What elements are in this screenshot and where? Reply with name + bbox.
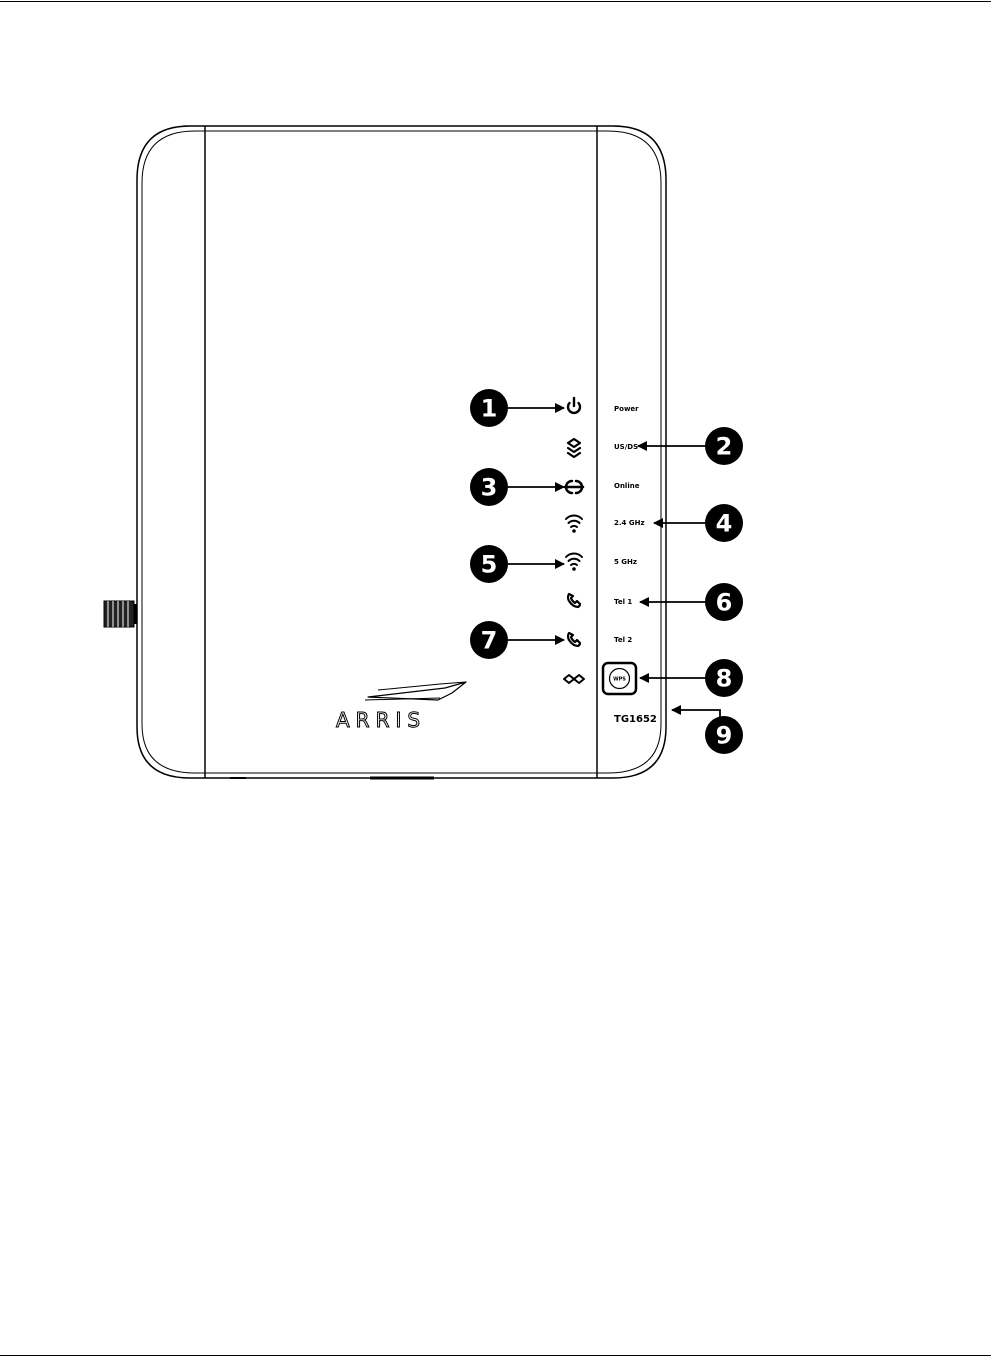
ghz24-label: 2.4 GHz — [614, 519, 645, 527]
callout-number-1: 1 — [481, 395, 498, 423]
power-icon — [568, 398, 580, 413]
tel1-label: Tel 1 — [614, 598, 632, 606]
power-label: Power — [614, 405, 639, 413]
arris-wordmark: ARRIS — [336, 708, 426, 732]
arris-logo: ARRIS — [336, 682, 466, 732]
device-body — [137, 126, 666, 778]
us-ds-icon — [568, 439, 580, 457]
online-icon — [565, 481, 583, 493]
wifi-24-icon — [566, 516, 582, 533]
wps-button[interactable]: WPS — [603, 663, 636, 694]
tel2-icon — [568, 633, 580, 646]
us-ds-label: US/DS — [614, 443, 638, 451]
mta-icon — [564, 675, 584, 683]
tel1-icon — [568, 594, 580, 607]
callout-number-8: 8 — [716, 665, 733, 693]
tel2-label: Tel 2 — [614, 636, 632, 644]
arrow-9 — [672, 710, 720, 720]
callout-number-2: 2 — [716, 433, 733, 461]
callout-number-9: 9 — [716, 722, 733, 750]
callout-number-6: 6 — [716, 589, 733, 617]
callout-number-5: 5 — [481, 551, 498, 579]
callout-number-3: 3 — [481, 474, 498, 502]
callout-number-7: 7 — [481, 627, 498, 655]
callout-number-4: 4 — [716, 510, 733, 538]
ghz5-label: 5 GHz — [614, 558, 637, 566]
model-label: TG1652 — [614, 714, 657, 725]
wifi-5-icon — [566, 554, 582, 571]
coax-connector — [104, 601, 137, 627]
online-label: Online — [614, 482, 640, 490]
wps-button-text: WPS — [613, 677, 626, 683]
callout-badges: 1 2 3 4 5 6 7 8 9 — [470, 389, 743, 754]
